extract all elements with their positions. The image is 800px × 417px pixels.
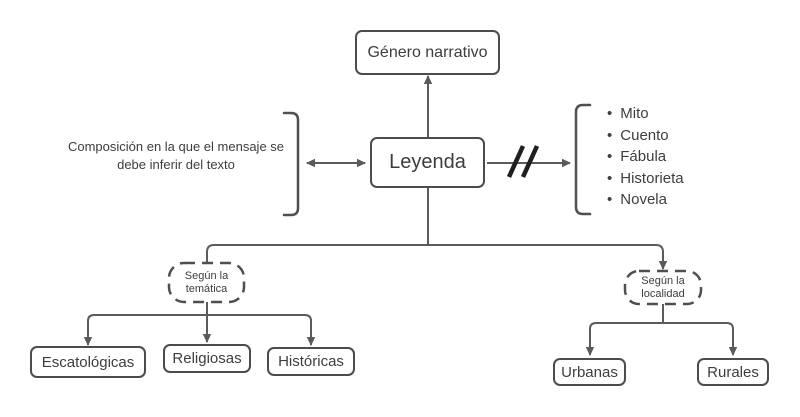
node-historicas: Históricas [267,347,355,376]
node-leyenda-label: Leyenda [389,151,466,173]
category-shape-localidad [623,269,703,306]
examples-list: Mito Cuento Fábula Historieta Novela [607,103,684,211]
list-item: Cuento [607,125,684,147]
node-religiosas-label: Religiosas [172,350,242,367]
category-label-localidad: Según la localidad [641,274,685,300]
node-historicas-label: Históricas [278,353,344,370]
list-item: Novela [607,189,684,211]
node-rurales-label: Rurales [707,363,759,381]
node-genero-narrativo-label: Género narrativo [367,43,488,61]
list-item: Historieta [607,168,683,190]
break-double-slash-icon [506,145,540,178]
node-genero-narrativo: Género narrativo [355,30,500,75]
node-rurales: Rurales [697,358,769,386]
list-item: Fábula [607,146,684,168]
category-shape-tematica [167,261,246,304]
node-escatologicas: Escatológicas [30,346,146,378]
node-religiosas: Religiosas [163,344,251,373]
node-urbanas-label: Urbanas [561,363,618,381]
connector-split-categories [206,244,668,270]
list-item: Mito [607,103,684,125]
node-escatologicas-label: Escatológicas [41,353,135,371]
category-label-tematica: Según la temática [184,269,229,295]
definition-note: Composición en la que el mensaje se debe… [67,139,285,172]
grouping-bracket-right-icon [574,103,592,216]
grouping-bracket-left-icon [282,111,300,217]
node-urbanas: Urbanas [553,358,626,386]
node-leyenda: Leyenda [370,137,485,188]
connector-localidad-outer [585,322,738,356]
connector-tematica-outer [83,314,316,346]
